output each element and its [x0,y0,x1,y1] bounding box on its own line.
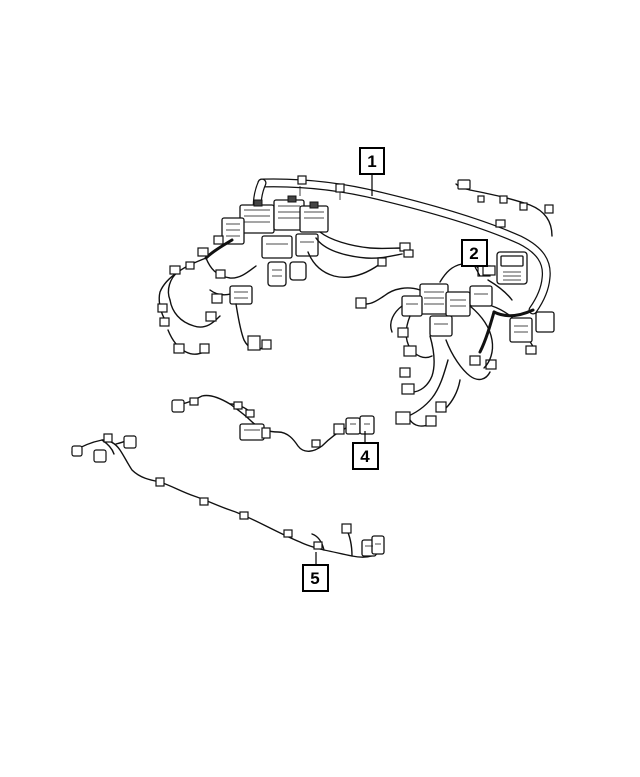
callout-5-label: 5 [310,569,319,588]
callout-1: 1 [359,147,385,196]
callout-2-label: 2 [469,244,478,263]
harness-5-rear [71,433,385,558]
callout-4: 4 [352,431,379,470]
callout-1-label: 1 [367,152,376,171]
harness-4-jumper [171,394,375,452]
part-2-connector-module [482,251,528,285]
right-connector-cluster [355,262,555,427]
callout-5: 5 [302,552,329,592]
callout-4-label: 4 [360,447,370,466]
left-connector-cluster [221,195,414,287]
harness-1-instrument-panel [157,175,555,427]
callout-2: 2 [461,239,488,277]
